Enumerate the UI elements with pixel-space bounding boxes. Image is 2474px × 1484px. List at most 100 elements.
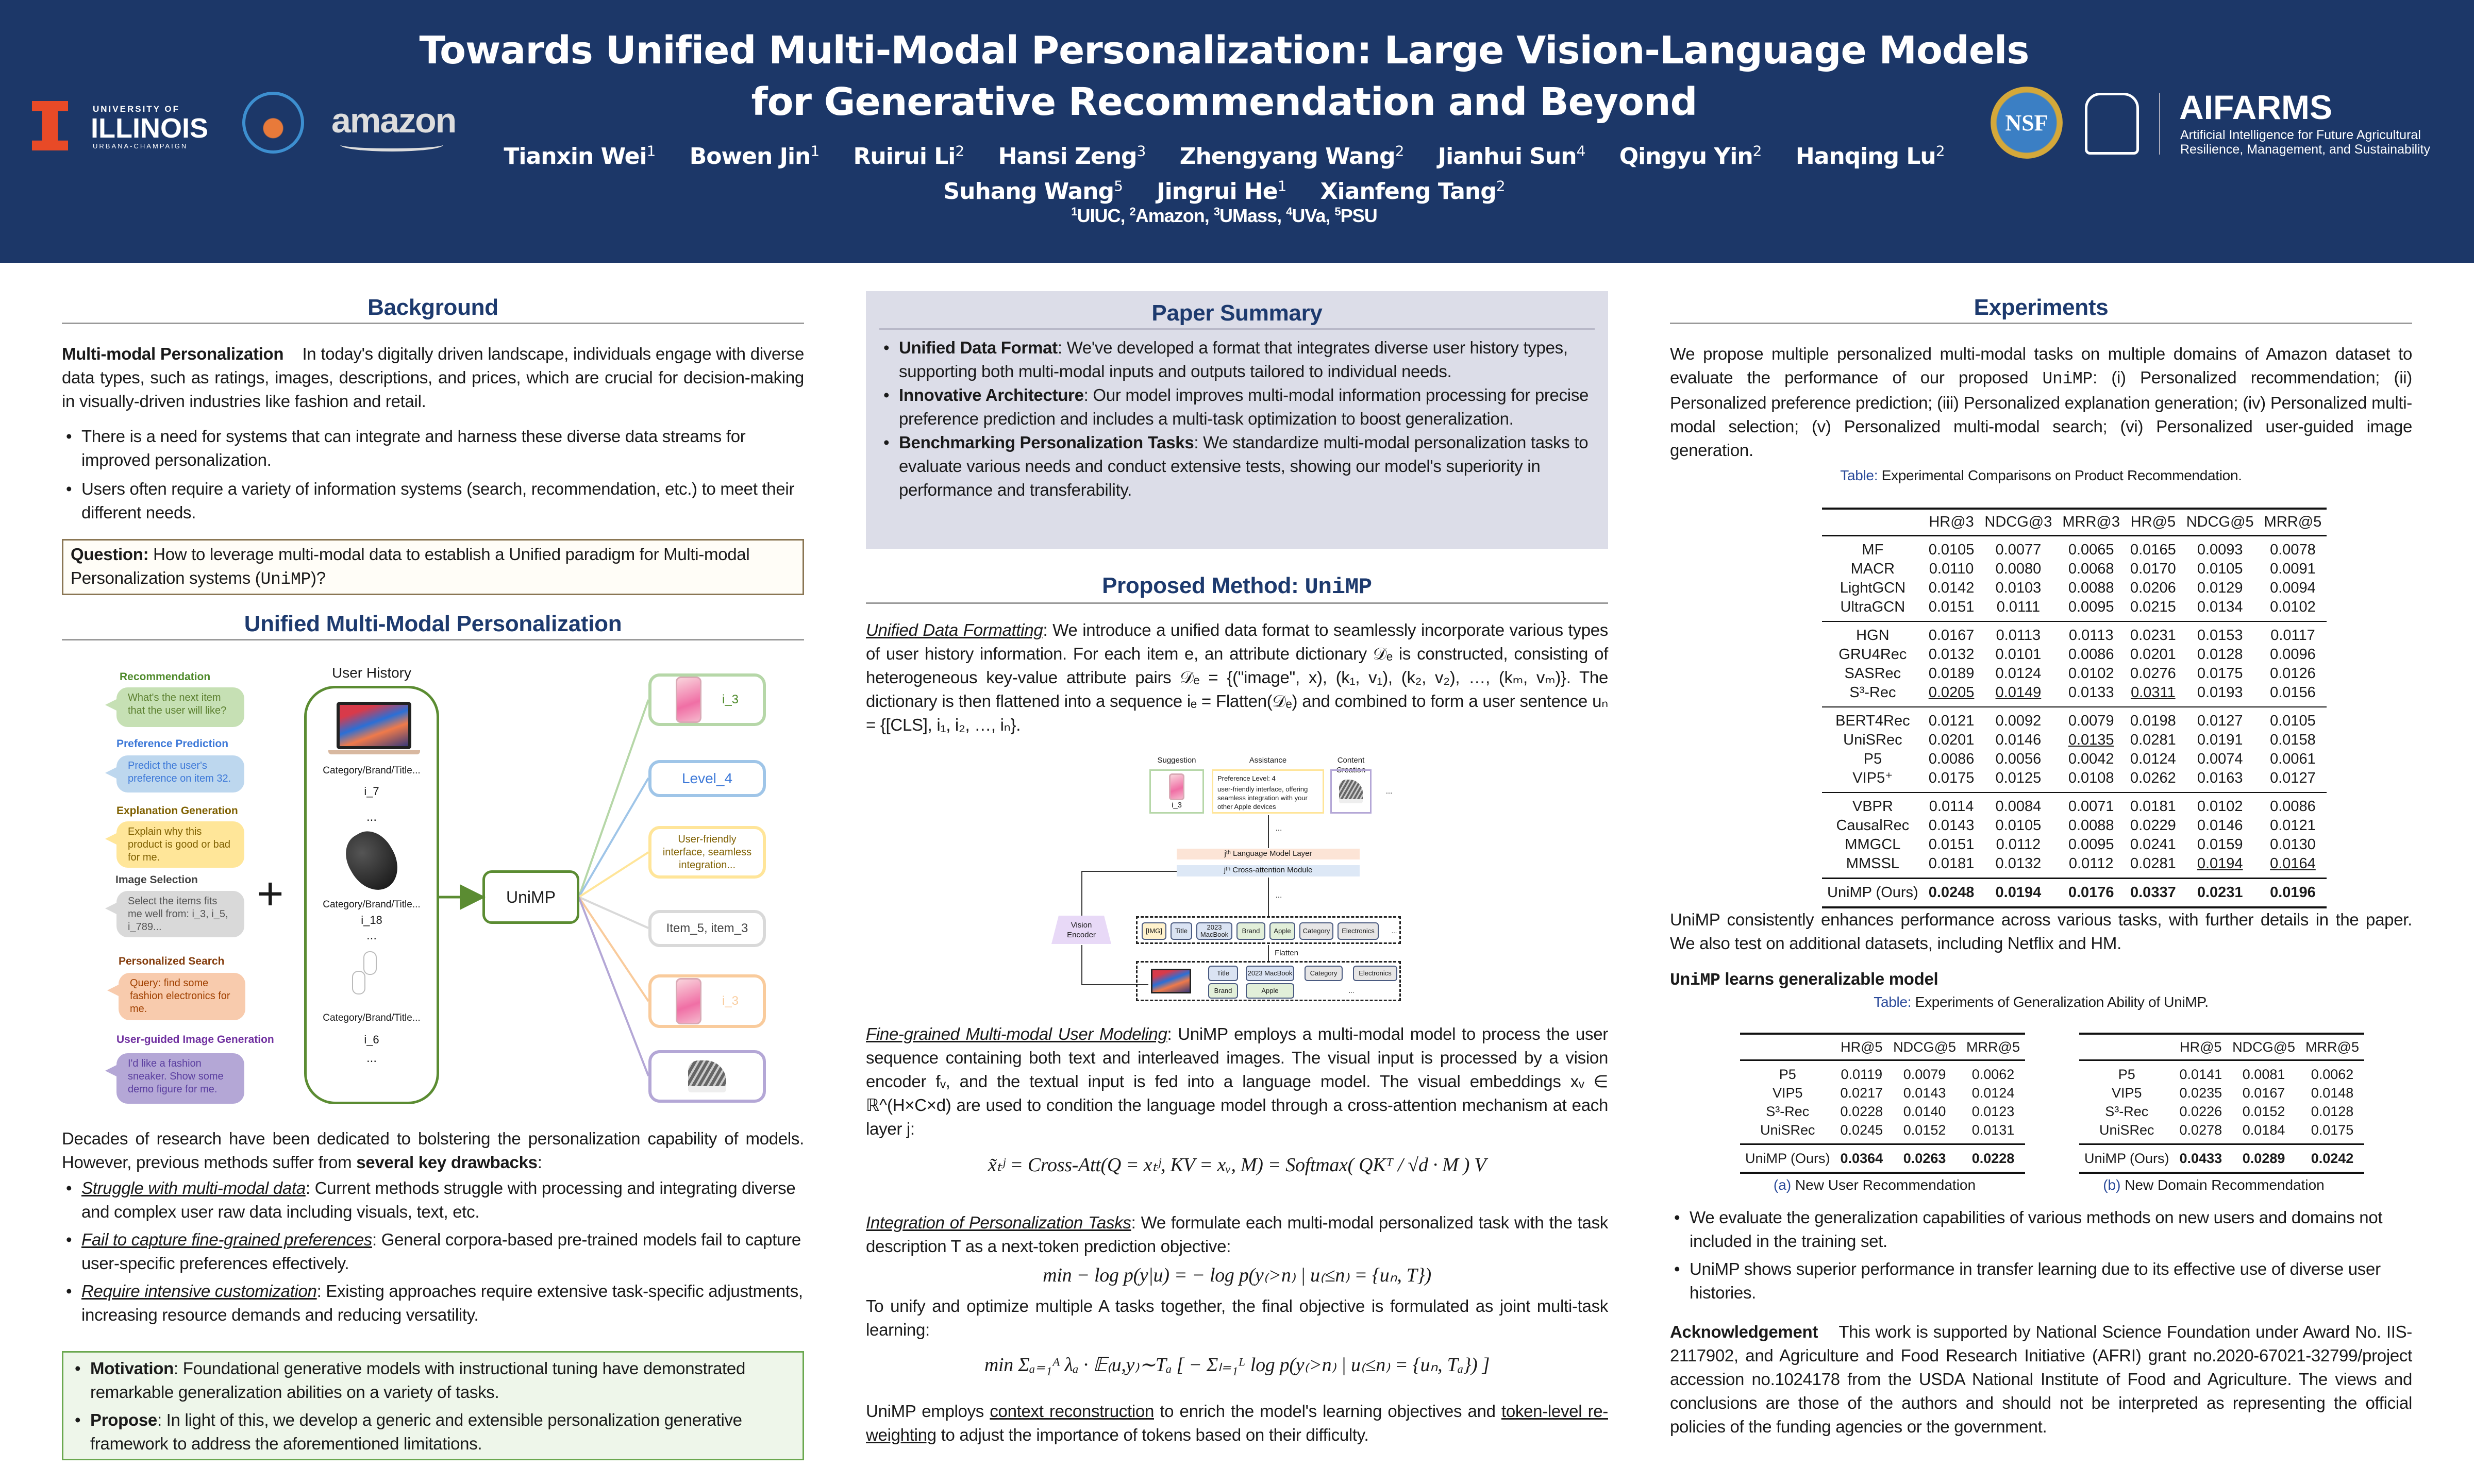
author: Qingyu Yin2 [1619,142,1762,170]
dictionary-chip: Brand [1208,983,1238,999]
metric-value: 0.0196 [2270,884,2316,901]
author-name: Ruirui Li [853,143,956,170]
token-chip: Electronics [1338,922,1379,940]
token-ellipsis: ... [1391,927,1397,935]
new-domain-caption: (b) New Domain Recommendation [2079,1177,2348,1193]
aifarms-plant-icon [2085,93,2139,155]
affiliation-name: PSU [1340,205,1378,226]
metric-value: 0.0281 [2130,732,2176,748]
task-prompt-search: Query: find some fashion electronics for… [107,973,245,1020]
metric-value: 0.0071 [2068,798,2114,815]
token-chip: Brand [1236,922,1265,940]
task-label-image-selection: Image Selection [115,874,198,886]
metric-value: 0.0074 [2197,751,2243,767]
dictionary-chip: Category [1305,966,1343,981]
metric-value: 0.0062 [1971,1067,2015,1082]
author-affiliation-mark: 2 [1935,142,1945,159]
method-name: UniMP (Ours) [1827,884,1918,901]
experiments-heading: Experiments [1670,296,2412,324]
author-affiliation-mark: 3 [1136,142,1146,159]
metric-value: 0.0201 [1928,732,1975,748]
metric-value: 0.0096 [2270,646,2316,663]
author: Jingrui He1 [1157,178,1286,205]
acknowledgement-text: This work is supported by National Scien… [1670,1322,2412,1436]
motivation-text: : Foundational generative models with in… [90,1359,746,1402]
metric-value: 0.0164 [2270,855,2316,872]
column-header: HR@5 [2130,514,2176,530]
nsf-logo: NSF [1991,87,2063,159]
method-name: P5 [1779,1067,1796,1082]
affiliation-mark: 1 [1071,205,1077,218]
column-header: NDCG@5 [2186,514,2254,530]
metric-value: 0.0176 [2068,884,2114,901]
metric-value: 0.0112 [2068,855,2114,872]
encoder-arrow-line [1081,871,1177,916]
metric-value: 0.0337 [2130,884,2176,901]
column-header: MRR@5 [1966,1039,2020,1055]
metric-value: 0.0134 [2197,599,2243,615]
metric-value: 0.0167 [2242,1085,2285,1101]
author-name: Suhang Wang [943,178,1114,205]
drawbacks-intro-bold: several key drawbacks [356,1153,538,1172]
phone-image [1169,773,1184,800]
summary-item: Unified Data Format: We've developed a f… [879,336,1595,383]
history-item-meta: Category/Brand/Title... [323,765,421,776]
para-text: to enrich the model's learning objective… [1154,1402,1501,1421]
metric-value: 0.0084 [1995,798,2042,815]
subcaption-text: New Domain Recommendation [2120,1177,2325,1193]
metric-value: 0.0091 [2270,561,2316,577]
dictionary-ellipsis: ... [1348,987,1355,994]
metric-value: 0.0080 [1995,561,2042,577]
metric-value: 0.0124 [1971,1085,2015,1101]
acknowledgement: Acknowledgement This work is supported b… [1670,1320,2412,1439]
affiliations: 1UIUC, 2Amazon, 3UMass, 4UVa, 5PSU [464,205,1984,227]
author-affiliation-mark: 1 [1277,177,1287,195]
flatten-label: Flatten [1275,949,1298,957]
arrow-up [1268,878,1269,916]
output-connector [578,896,649,1002]
metric-value: 0.0105 [1928,542,1975,558]
metric-value: 0.0068 [2068,561,2114,577]
unified-data-formatting-paragraph: Unified Data Formatting: We introduce a … [866,618,1608,737]
metric-value: 0.0201 [2130,646,2176,663]
context-reconstruction-term: context reconstruction [990,1402,1154,1421]
summary-item: Innovative Architecture: Our model impro… [879,383,1595,431]
language-model-layer: jᵗʰ Language Model Layer [1177,849,1360,859]
metric-value: 0.0081 [2242,1067,2285,1082]
para-text: We propose multiple personalized multi-m… [1670,344,2412,387]
summary-lead: Innovative Architecture [899,385,1084,404]
caption-text: Experiments of Generalization Ability of… [1911,994,2209,1010]
laptop-image [337,702,411,749]
dictionary-chip: Electronics [1353,966,1397,981]
subcaption-tag: (b) [2103,1177,2121,1193]
affiliation-mark: 2 [1129,205,1136,218]
task-label-preference: Preference Prediction [116,738,229,750]
metric-value: 0.0311 [2131,684,2176,701]
laptop-base [328,750,420,754]
author: Hansi Zeng3 [998,142,1146,170]
para-text: : We formulate each multi-modal personal… [866,1213,1608,1256]
metric-value: 0.0105 [2270,713,2316,729]
metric-value: 0.0170 [2130,561,2176,577]
encoder-input-line [1081,945,1148,985]
question-text: How to leverage multi-modal data to esta… [71,545,750,587]
task-prompt-preference: Predict the user's preference on item 32… [105,755,244,792]
column-header: MRR@5 [2264,514,2322,530]
multitask-objective-equation: min Σₐ₌₁ᴬ λₐ · 𝔼₍u,y₎∼Tₐ [ − Σₗ₌₁ᴸ log p… [984,1354,1490,1376]
plus-sign: + [257,868,284,920]
column-header [1740,1034,1835,1060]
main-table-caption: Table: Experimental Comparisons on Produ… [1670,464,2412,487]
figure-label-assistance: Assistance [1249,756,1287,765]
